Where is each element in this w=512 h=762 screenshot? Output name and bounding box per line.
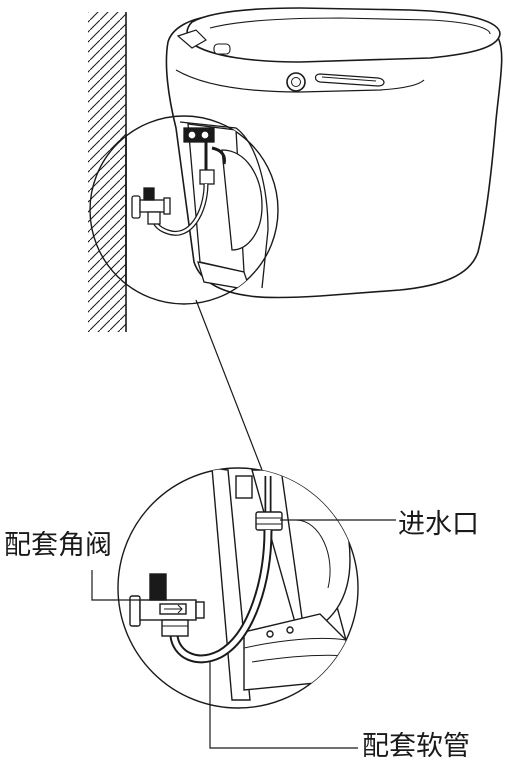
water-inlet-label: 进水口	[398, 509, 479, 540]
hinge	[176, 29, 207, 49]
front-panel	[175, 69, 425, 93]
light-strip	[314, 73, 385, 87]
leader-lines	[91, 519, 396, 749]
wall-hatching	[88, 12, 126, 332]
detail-circle-bottom	[117, 467, 359, 709]
leader-valve	[91, 570, 140, 601]
lid-inner-line	[209, 17, 491, 35]
zoom-connector	[195, 299, 263, 471]
angle-valve-label: 配套角阀	[4, 530, 112, 561]
light-strip-inner	[321, 76, 377, 82]
hose-label: 配套软管	[362, 731, 470, 762]
rear-recess	[179, 121, 269, 289]
leader-hose	[209, 662, 358, 749]
toilet-lid	[186, 7, 501, 63]
wall	[88, 12, 127, 332]
detail-circle-top	[89, 115, 279, 305]
